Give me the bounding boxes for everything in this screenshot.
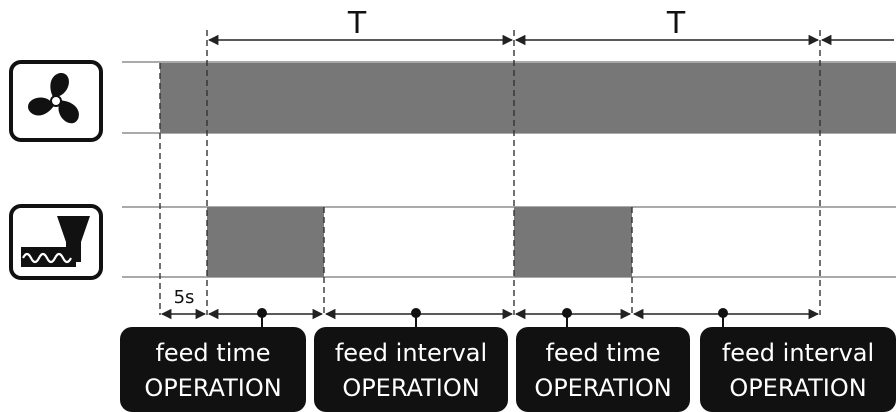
label-connectors: [257, 308, 728, 330]
period-label-2: T: [666, 6, 686, 41]
phase-label-2-line2: OPERATION: [342, 374, 479, 402]
fan-row: [122, 61, 896, 134]
feeder-row: [122, 206, 896, 278]
phase-label-4: feed interval OPERATION: [700, 327, 896, 412]
phase-label-4-line1: feed interval: [722, 339, 874, 367]
phase-label-2: feed interval OPERATION: [314, 327, 508, 412]
phase-label-1: feed time OPERATION: [120, 327, 306, 412]
delay-label: 5s: [174, 287, 195, 308]
fan-on-block: [160, 63, 896, 133]
phase-label-3-line1: feed time: [545, 339, 660, 367]
feeder-icon: [9, 204, 103, 280]
fan-icon: [9, 60, 103, 142]
phase-label-2-line1: feed interval: [335, 339, 487, 367]
phase-label-3-line2: OPERATION: [534, 374, 671, 402]
phase-label-1-line1: feed time: [155, 339, 270, 367]
time-guides: [159, 30, 821, 315]
period-label-1: T: [347, 6, 367, 41]
phase-label-3: feed time OPERATION: [516, 327, 690, 412]
feed-block-2: [514, 207, 632, 277]
phase-label-4-line2: OPERATION: [729, 374, 866, 402]
feed-block-1: [207, 207, 324, 277]
phase-label-1-line2: OPERATION: [144, 374, 281, 402]
